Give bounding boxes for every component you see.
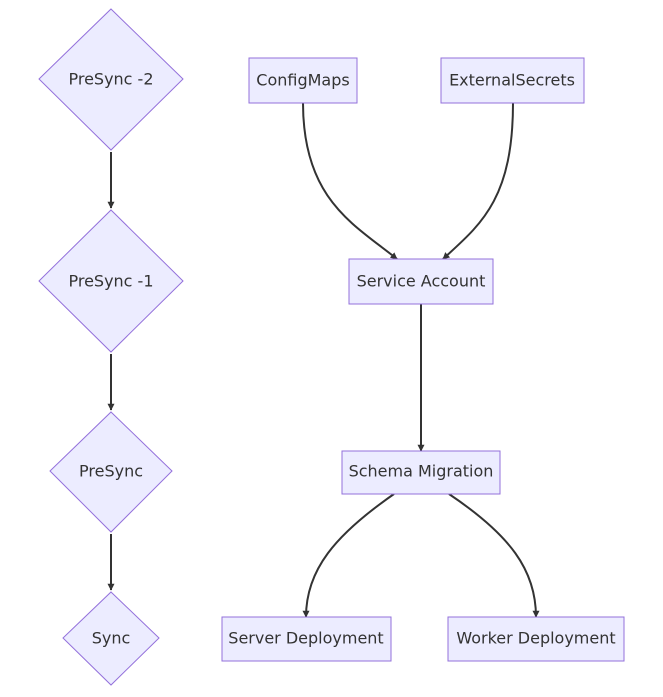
presync-minus2-node: PreSync -2: [38, 8, 184, 151]
externalsecrets-node: ExternalSecrets: [440, 57, 585, 104]
configmaps-node: ConfigMaps: [248, 57, 358, 104]
sync-node: Sync: [62, 591, 160, 686]
edge-schema-migration-to-server-deployment: [302, 493, 395, 618]
worker-deployment-label: Worker Deployment: [456, 629, 615, 648]
presync-node: PreSync: [49, 411, 173, 533]
service-account-node: Service Account: [348, 258, 494, 305]
service-account-label: Service Account: [357, 272, 486, 291]
edge-externalsecrets-to-service-account: [442, 102, 514, 260]
presync-minus1-label: PreSync -1: [68, 272, 153, 291]
externalsecrets-label: ExternalSecrets: [449, 71, 575, 90]
server-deployment-label: Server Deployment: [228, 629, 383, 648]
schema-migration-label: Schema Migration: [349, 462, 494, 481]
presync-label: PreSync: [79, 462, 143, 481]
edges: [107, 102, 540, 618]
sync-label: Sync: [92, 629, 131, 648]
presync-minus2-label: PreSync -2: [68, 70, 153, 89]
server-deployment-node: Server Deployment: [221, 616, 392, 662]
schema-migration-node: Schema Migration: [341, 450, 501, 495]
configmaps-label: ConfigMaps: [256, 71, 349, 90]
edge-schema-migration-to-worker-deployment: [448, 493, 540, 618]
worker-deployment-node: Worker Deployment: [447, 616, 625, 662]
presync-minus1-node: PreSync -1: [38, 209, 184, 353]
edge-configmaps-to-service-account: [302, 102, 398, 260]
